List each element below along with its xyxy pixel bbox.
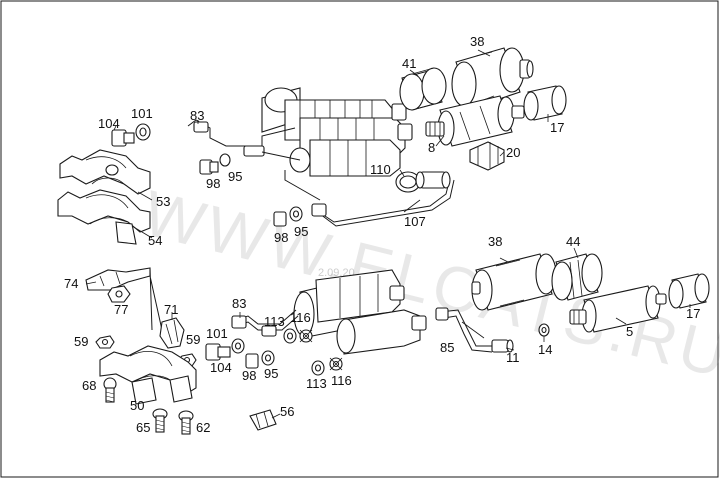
part-77-nut <box>107 285 131 303</box>
part-59-nut-a <box>95 335 115 349</box>
line-connector-upper <box>261 151 301 161</box>
label-113-upper: 113 <box>264 314 285 329</box>
part-56-clip <box>249 409 277 431</box>
label-8: 8 <box>428 140 435 155</box>
label-101-lower: 101 <box>206 326 228 341</box>
label-95-upper-b: 95 <box>294 224 308 239</box>
label-107: 107 <box>404 214 426 229</box>
fuel-line-107 <box>315 177 455 227</box>
part-20-bracket <box>469 141 505 171</box>
label-83-lower: 83 <box>232 296 246 311</box>
label-54: 54 <box>148 233 162 248</box>
part-101-washer-upper <box>135 123 151 141</box>
part-104-bolt-upper <box>111 129 135 147</box>
label-5: 5 <box>626 324 633 339</box>
part-44-insulator-ring <box>551 253 603 301</box>
label-77: 77 <box>114 302 128 317</box>
label-71: 71 <box>164 302 178 317</box>
part-50-pump-carrier-lower <box>99 345 197 405</box>
part-62-bolt <box>178 410 194 435</box>
upper-pump-assembly <box>261 87 413 177</box>
label-56: 56 <box>280 404 294 419</box>
part-53-pump-carrier <box>59 149 151 195</box>
part-85-fuel-line <box>435 307 493 353</box>
label-38-upper: 38 <box>470 34 484 49</box>
fitting-83-lower-b <box>261 325 277 337</box>
part-116-washer-b <box>329 357 343 371</box>
fitting-83-lower <box>231 315 247 329</box>
part-5-fuel-pump-lower <box>569 285 667 333</box>
label-95-upper-a: 95 <box>228 169 242 184</box>
label-59-left: 59 <box>74 334 88 349</box>
part-95-seal-lower <box>261 350 275 366</box>
lower-pump-assembly <box>293 269 427 355</box>
part-104-bolt-lower <box>205 343 231 361</box>
part-65-bolt <box>152 408 168 433</box>
part-17-sleeve-upper <box>523 85 567 121</box>
part-116-washer-a <box>299 329 313 343</box>
part-110-hose-clamp <box>395 171 421 193</box>
part-41-insulator-ring <box>399 67 447 111</box>
part-8-fuel-pump-upper <box>425 95 525 147</box>
label-20: 20 <box>506 145 520 160</box>
part-14-seal <box>538 323 550 337</box>
label-53: 53 <box>156 194 170 209</box>
label-59-right: 59 <box>186 332 200 347</box>
label-116-upper: 116 <box>290 310 311 325</box>
label-116-lower: 116 <box>331 373 352 388</box>
label-68: 68 <box>82 378 96 393</box>
label-74: 74 <box>64 276 78 291</box>
part-38-accumulator-lower <box>471 253 557 311</box>
label-50: 50 <box>130 398 144 413</box>
label-98-lower: 98 <box>242 368 256 383</box>
line-fitting-upper <box>243 145 265 157</box>
label-95-lower: 95 <box>264 366 278 381</box>
part-74-bracket <box>85 267 163 331</box>
part-98-union-lower <box>245 353 259 369</box>
label-65: 65 <box>136 420 150 435</box>
label-11: 11 <box>506 350 520 365</box>
label-101-upper: 101 <box>131 106 153 121</box>
part-98-union-upper-a <box>199 159 219 175</box>
label-17-upper: 17 <box>550 120 564 135</box>
label-85: 85 <box>440 340 454 355</box>
leader-lines <box>85 49 691 419</box>
part-71-rubber-mount <box>159 317 185 349</box>
fitting-83-upper <box>193 121 209 133</box>
part-113-nut-b <box>311 360 325 376</box>
label-83-upper: 83 <box>190 108 204 123</box>
label-98-upper-a: 98 <box>206 176 220 191</box>
label-17-lower: 17 <box>686 306 700 321</box>
label-62: 62 <box>196 420 210 435</box>
label-104-upper: 104 <box>98 116 120 131</box>
label-110: 110 <box>370 162 391 177</box>
label-98-upper-b: 98 <box>274 230 288 245</box>
part-fuel-filter-fitting <box>415 171 451 189</box>
label-14: 14 <box>538 342 552 357</box>
label-41: 41 <box>402 56 416 71</box>
part-38-accumulator-upper <box>451 47 534 109</box>
part-17-sleeve-lower <box>668 273 710 309</box>
part-68-bolt <box>103 377 117 403</box>
part-98-union-upper-b <box>273 211 287 227</box>
part-113-nut-a <box>283 328 297 344</box>
leader-107-a <box>284 170 321 201</box>
line-107-fitting <box>311 203 327 217</box>
part-95-seal-upper-b <box>289 206 303 222</box>
part-101-washer-lower <box>231 338 245 354</box>
label-113-lower: 113 <box>306 376 327 391</box>
label-44: 44 <box>566 234 580 249</box>
part-54-clamp-lower <box>57 189 151 245</box>
part-95-seal-upper-a <box>219 153 231 167</box>
label-104-lower: 104 <box>210 360 232 375</box>
label-38-lower: 38 <box>488 234 502 249</box>
